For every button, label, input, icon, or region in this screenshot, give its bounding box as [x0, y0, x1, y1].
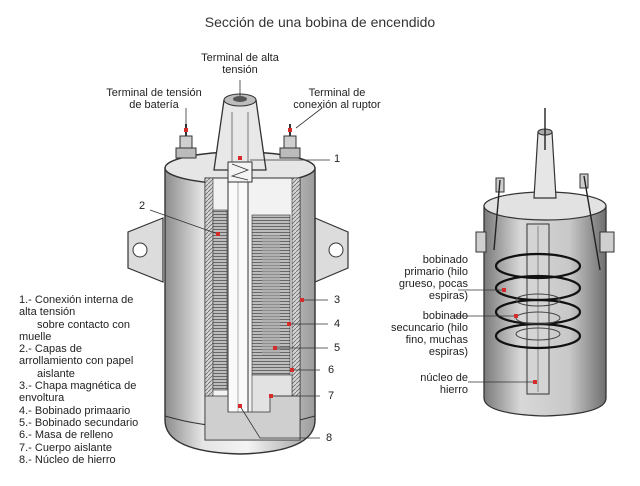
number-3: 3 [334, 294, 341, 306]
schematic-coil [452, 108, 615, 417]
number-4: 4 [334, 318, 341, 330]
number-8: 8 [326, 432, 333, 444]
legend-line: alta tensión [19, 306, 76, 319]
legend-line: envoltura [19, 392, 65, 405]
red-markers [184, 128, 304, 408]
parts-legend: 1.- Conexión interna de alta tensión sob… [19, 294, 169, 466]
number-5: 5 [334, 342, 341, 354]
diagram-title: Sección de una bobina de encendido [204, 14, 436, 30]
legend-line: 4.- Bobinado primaario [19, 404, 131, 417]
number-1: 1 [334, 153, 341, 165]
legend-line: 1.- Conexión interna de [19, 294, 134, 306]
legend-line: 3.- Chapa magnética de [19, 380, 137, 393]
legend-line: 6.- Masa de relleno [19, 429, 114, 442]
cutaway-coil [127, 80, 349, 455]
legend-line: 7.- Cuerpo aislante [19, 441, 112, 454]
legend-line: muelle [19, 330, 52, 343]
number-6: 6 [328, 364, 335, 376]
legend-line: sobre contacto con [37, 318, 130, 331]
legend-line: arrollamiento con papel [19, 355, 134, 368]
number-7: 7 [328, 390, 335, 402]
legend-line: aislante [37, 367, 75, 380]
legend-line: 8.- Núcleo de hierro [19, 453, 116, 466]
legend-line: 2.- Capas de [19, 343, 82, 356]
legend-line: 5.- Bobinado secundario [19, 416, 139, 429]
number-2: 2 [139, 200, 146, 212]
